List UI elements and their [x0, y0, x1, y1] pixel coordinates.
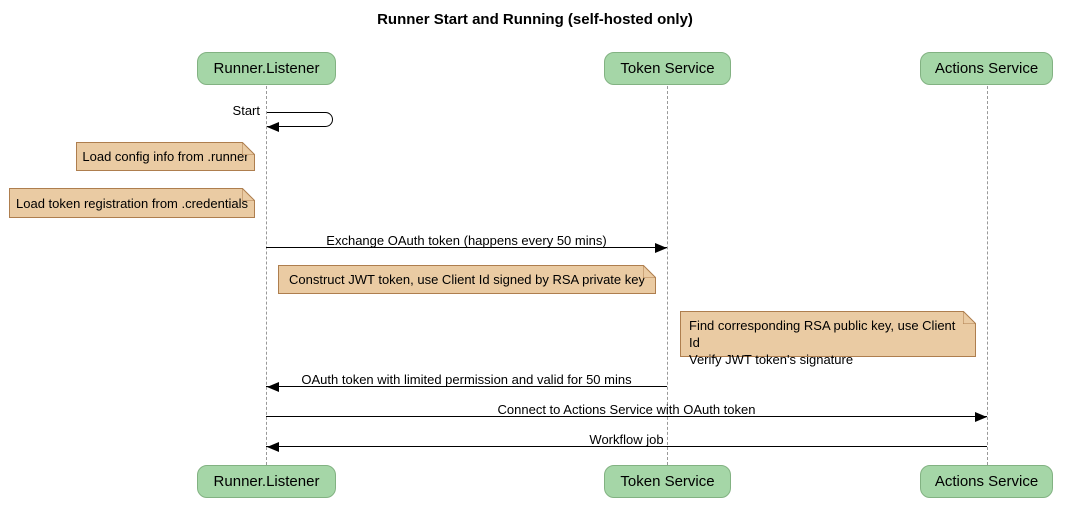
arrowhead-left-icon	[267, 122, 279, 132]
participant-token-service-top: Token Service	[604, 52, 731, 85]
message-connect-label: Connect to Actions Service with OAuth to…	[497, 402, 756, 417]
message-oauth-return-label: OAuth token with limited permission and …	[301, 372, 632, 387]
participant-label: Runner.Listener	[213, 473, 320, 490]
note-fold-icon	[643, 265, 656, 278]
participant-label: Actions Service	[934, 473, 1039, 490]
lifeline-runner-listener	[266, 86, 267, 465]
note-text: Construct JWT token, use Client Id signe…	[289, 272, 645, 287]
message-workflow-line	[266, 446, 987, 447]
participant-runner-listener-top: Runner.Listener	[197, 52, 336, 85]
arrowhead-right-icon	[655, 243, 667, 253]
message-start-label: Start	[232, 103, 260, 118]
participant-runner-listener-bottom: Runner.Listener	[197, 465, 336, 498]
participant-label: Token Service	[620, 60, 715, 77]
note-text: Load config info from .runner	[82, 149, 249, 164]
note-text: Load token registration from .credential…	[16, 195, 248, 211]
participant-label: Actions Service	[934, 60, 1039, 77]
note-text-line1: Find corresponding RSA public key, use C…	[689, 318, 956, 350]
note-fold-icon	[242, 188, 255, 201]
note-load-token: Load token registration from .credential…	[9, 188, 255, 218]
note-fold-icon	[242, 142, 255, 155]
note-fold-icon	[963, 311, 976, 324]
note-construct-jwt: Construct JWT token, use Client Id signe…	[278, 265, 656, 294]
participant-token-service-bottom: Token Service	[604, 465, 731, 498]
participant-actions-service-top: Actions Service	[920, 52, 1053, 85]
note-find-rsa: Find corresponding RSA public key, use C…	[680, 311, 976, 367]
participant-label: Token Service	[620, 473, 715, 490]
arrowhead-right-icon	[975, 412, 987, 422]
note-text-line2: Verify JWT token's signature	[689, 352, 854, 367]
participant-actions-service-bottom: Actions Service	[920, 465, 1053, 498]
message-exchange-label: Exchange OAuth token (happens every 50 m…	[326, 233, 607, 248]
note-load-config: Load config info from .runner	[76, 142, 255, 171]
message-start-selfloop	[267, 112, 333, 127]
arrowhead-left-icon	[267, 382, 279, 392]
message-connect-line	[266, 416, 987, 417]
diagram-title: Runner Start and Running (self-hosted on…	[377, 11, 693, 28]
message-oauth-return-line	[266, 386, 667, 387]
lifeline-token-service	[667, 86, 668, 465]
lifeline-actions-service	[987, 86, 988, 465]
arrowhead-left-icon	[267, 442, 279, 452]
message-workflow-label: Workflow job	[589, 432, 664, 447]
message-exchange-line	[266, 247, 667, 248]
participant-label: Runner.Listener	[213, 60, 320, 77]
